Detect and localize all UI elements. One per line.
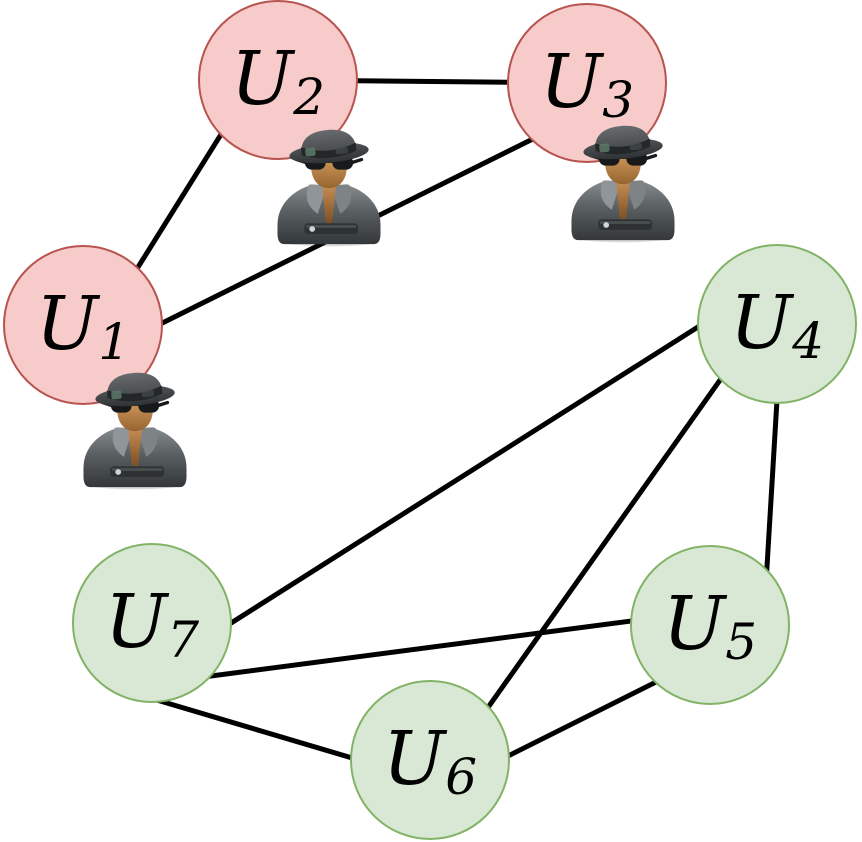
node-U2 <box>198 0 358 160</box>
edge-U7-U4 <box>225 310 723 628</box>
node-U4 <box>697 244 857 404</box>
spy-overlays-layer <box>81 123 677 490</box>
edge-U4-U6 <box>457 363 733 750</box>
node-U7 <box>72 543 232 703</box>
node-label-U1: U1 <box>36 281 130 371</box>
node-label-U3: U3 <box>540 39 634 129</box>
node-U6 <box>350 680 510 840</box>
node-U3 <box>507 3 667 163</box>
node-label-U7: U7 <box>105 579 199 669</box>
node-label-U2: U2 <box>231 36 325 126</box>
node-U5 <box>630 545 790 705</box>
edge-U7-U5 <box>162 609 703 685</box>
node-label-U5: U5 <box>663 581 757 671</box>
node-U1 <box>3 245 163 405</box>
node-label-U4: U4 <box>730 280 824 370</box>
node-label-U6: U6 <box>383 716 477 806</box>
